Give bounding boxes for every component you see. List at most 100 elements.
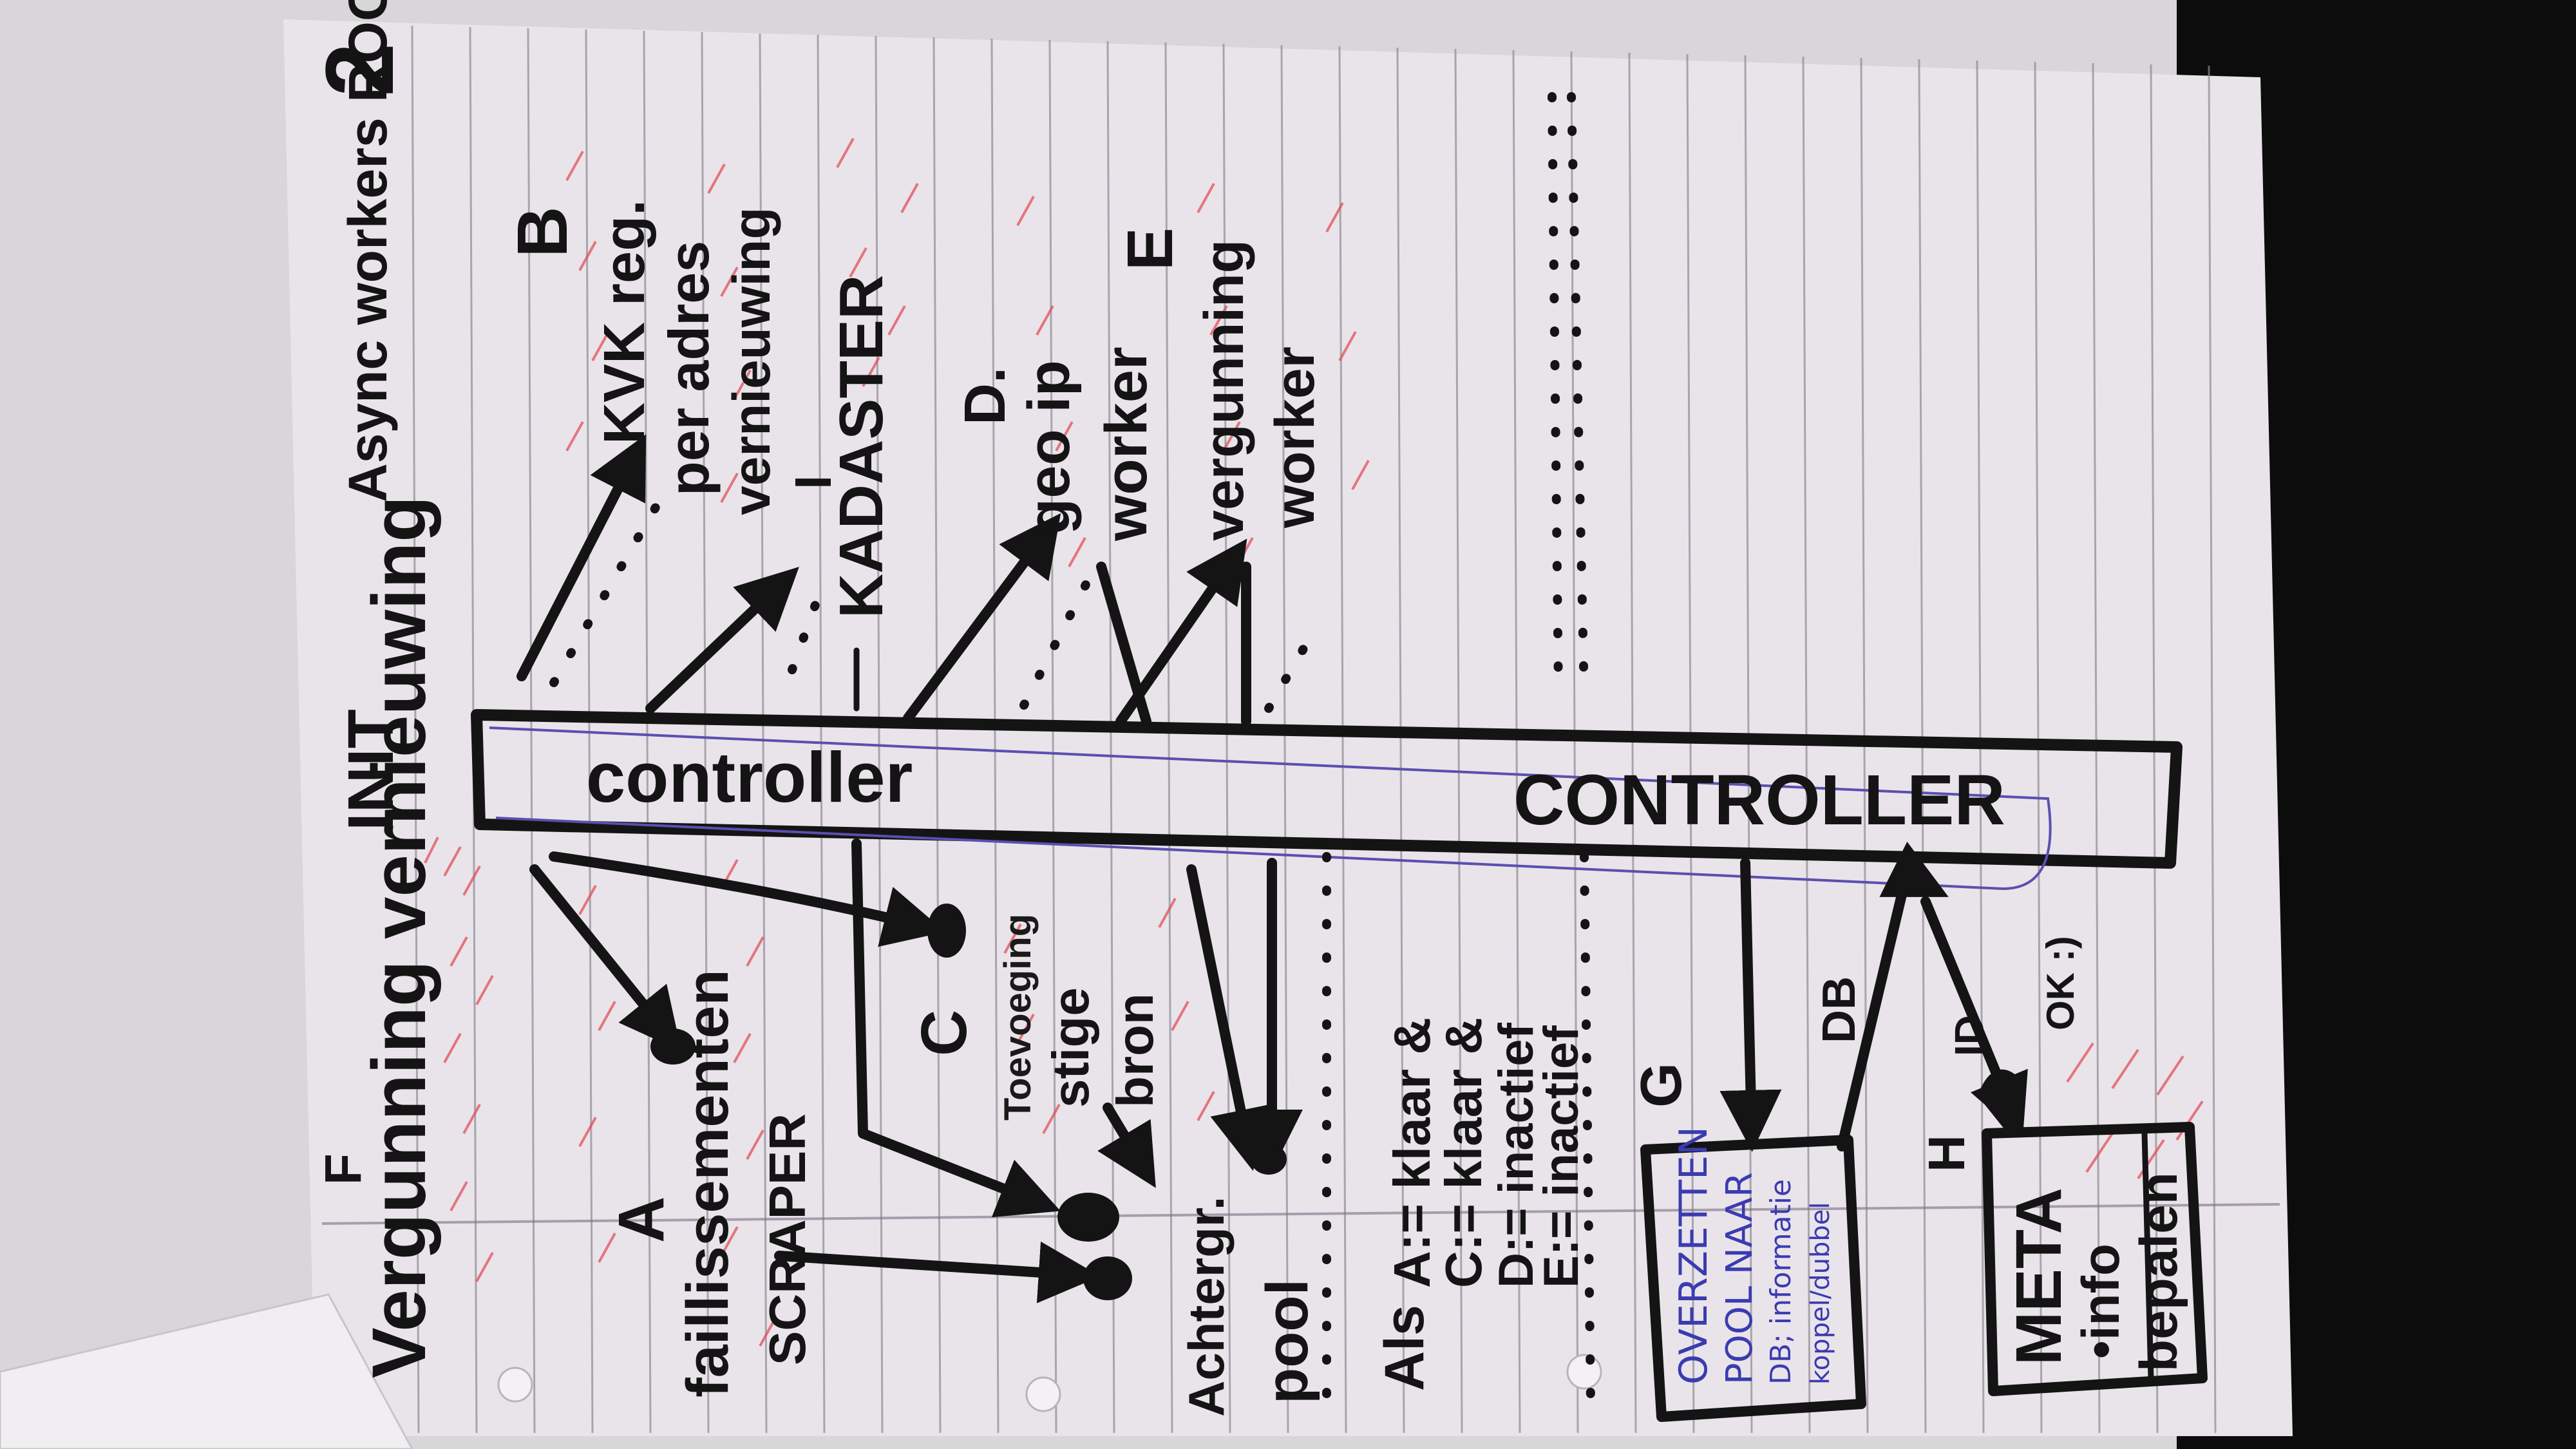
arrow-scraper-to-pool [774,1241,1101,1303]
dotted-divider-upper [1548,92,1563,700]
svg-text:D.: D. [953,367,1018,425]
svg-text:ID: ID [1946,1015,1993,1056]
arrow-toevoeging-to-pool [1097,1103,1156,1188]
punch-hole [497,1367,533,1403]
arrowhead-blob-c [927,904,966,958]
arrow-to-toevoeging [549,851,945,947]
svg-text:SCRAPER: SCRAPER [759,1113,816,1365]
arrow-db-to-controller [1837,842,1949,1151]
arrow-controller-to-transfer [1719,858,1782,1152]
meta-box [1982,1122,2208,1396]
kadaster-label: KADASTER [827,275,896,618]
arrowhead-blob-pool-3 [1251,1144,1287,1175]
svg-text:pool: pool [1255,1279,1320,1404]
meta-line-2: •info [2072,1244,2130,1359]
dotted-return-geoip [1019,575,1093,710]
worker-a-label-2: SCRAPER [759,1113,816,1365]
svg-text:H: H [1918,1135,1975,1172]
svg-text:•info: •info [2072,1244,2130,1359]
init-label: INIT [335,709,407,831]
svg-text:C:= klaar &: C:= klaar & [1435,1018,1492,1288]
svg-text:Achtergr.: Achtergr. [1178,1197,1235,1417]
svg-text:INIT: INIT [335,709,407,831]
transfer-line-1: OVERZETTEN [1671,1126,1716,1385]
svg-text:KADASTER: KADASTER [827,275,896,618]
controller-label-1: controller [586,738,913,817]
worker-c-tag: C [908,1010,980,1056]
worker-e-label-1: vergunning [1193,240,1255,541]
transfer-line-3: DB; informatie [1765,1179,1797,1385]
svg-text:G: G [1629,1063,1694,1108]
svg-text:META: META [2003,1188,2075,1365]
controller-label-2: CONTROLLER [1513,761,2005,840]
svg-text:stige: stige [1042,987,1099,1108]
svg-text:bepalen: bepalen [2130,1172,2188,1372]
worker-e-tag: E [1114,227,1186,270]
pool-label-1: Achtergr. [1178,1197,1235,1417]
svg-text:vergunning: vergunning [1193,240,1255,541]
arrowhead-blob-pool-1 [1057,1193,1119,1242]
arrow-to-scraper [529,864,682,1052]
svg-text:A:= klaar &: A:= klaar & [1383,1018,1441,1288]
svg-text:POOL NAAR: POOL NAAR [1719,1172,1761,1385]
svg-text:A: A [605,1197,677,1243]
arrowhead-blob-a [650,1028,696,1065]
arrow-controller-to-meta [1920,896,2028,1138]
meta-box-inner-line [2141,1130,2154,1381]
svg-text:E: E [1114,227,1186,270]
svg-text:2: 2 [305,43,413,97]
worker-d-tag: D. [953,367,1018,425]
worker-b-label-3: vernieuwing [723,207,781,515]
meta-id-label: ID [1946,1015,1993,1056]
svg-text:F: F [314,1153,372,1185]
conditions-prefix: Als [1374,1305,1435,1391]
svg-text:Async workers ROOD!: Async workers ROOD! [337,0,398,502]
svg-text:I: I [784,475,842,489]
worker-c-label-2: stige [1042,987,1099,1108]
left-title-tag: F [314,1153,372,1185]
page-number: 2 [305,43,413,97]
worker-d-label-1: geo ip [1016,360,1082,535]
conditions-line-1: A:= klaar & [1383,1018,1441,1288]
svg-text:faillissementen: faillissementen [675,969,741,1397]
db-label: DB [1814,976,1865,1043]
svg-text:E:= inactief: E:= inactief [1534,1025,1589,1288]
arrow-to-kvk [516,434,647,681]
svg-text:worker: worker [1264,346,1326,529]
punch-hole [1566,1354,1602,1390]
meta-tag: H [1918,1135,1975,1172]
worker-d-label-2: worker [1094,346,1159,542]
svg-text:Toevoeging: Toevoeging [997,914,1039,1121]
arrow-to-kadaster [645,567,799,714]
svg-text:per adres: per adres [657,241,721,496]
worker-c-label-3: bron [1106,993,1164,1108]
transfer-box [1640,1135,1866,1422]
arrow-to-vergunning [1115,538,1247,726]
svg-text:OVERZETTEN: OVERZETTEN [1671,1126,1716,1385]
worker-b-tag: B [503,207,582,258]
svg-text:B: B [503,207,582,258]
svg-text:DB; informatie: DB; informatie [1765,1179,1797,1385]
conditions-line-4: E:= inactief [1534,1025,1589,1288]
conditions-line-3: D:= inactief [1489,1023,1544,1288]
kadaster-tag: I [784,475,842,489]
meta-line-3: bepalen [2130,1172,2188,1372]
svg-text:koppel/dubbel: koppel/dubbel [1806,1202,1835,1385]
async-note: Async workers ROOD! [337,0,398,502]
arrow-to-geoip [903,513,1061,723]
pool-label-2: pool [1255,1279,1320,1404]
transfer-line-4: koppel/dubbel [1806,1202,1835,1385]
svg-text:OK :): OK :) [2039,936,2082,1030]
margin-line [321,1203,2280,1225]
transfer-tag: G [1629,1063,1694,1108]
svg-text:vernieuwing: vernieuwing [723,207,781,515]
svg-text:KVK reg.: KVK reg. [592,200,657,444]
line-controller-to-pool [851,838,1061,1218]
meta-ok-label: OK :) [2039,936,2082,1030]
arrowhead-blob-pool-2 [1083,1256,1132,1300]
worker-a-label-1: faillissementen [675,969,741,1397]
svg-text:worker: worker [1094,346,1159,542]
svg-text:bron: bron [1106,993,1164,1108]
svg-text:DB: DB [1814,976,1865,1043]
dotted-divider-right [1567,92,1589,700]
